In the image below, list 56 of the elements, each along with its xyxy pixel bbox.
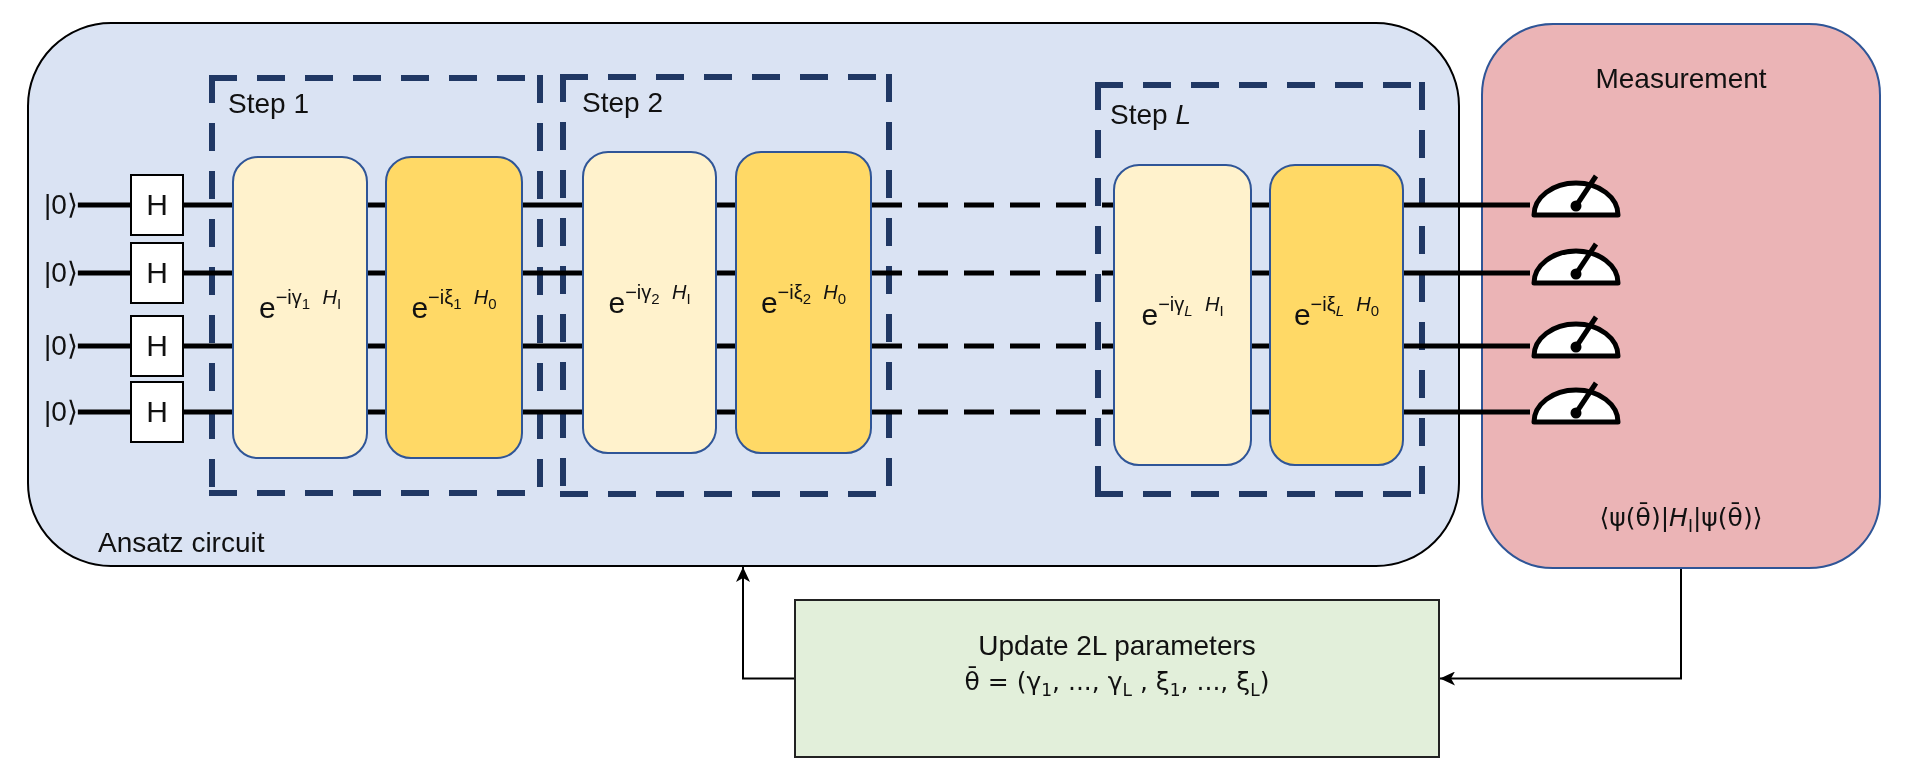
circuit-wire: [717, 270, 735, 276]
qubit-state-label: |0⟩: [44, 256, 78, 290]
circuit-wire: [77, 343, 130, 349]
circuit-wire: [717, 202, 735, 208]
circuit-wire: [184, 343, 232, 349]
update-text: Update 2L parameters: [978, 629, 1256, 663]
circuit-wire: [77, 202, 130, 208]
circuit-wire: [1252, 343, 1269, 349]
parameter-formula: θ̄ = (γ$_{1}$, ..., γ$_{L}$ , ξ$_{1}$, ..., ξ$_{L}$): [964, 667, 1270, 701]
expectation-formula: ⟨ψ(θ̄)|H$_{I}$|ψ(θ̄)⟩: [1599, 503, 1763, 537]
qubit-state-label: |0⟩: [44, 188, 78, 222]
qubit-state-label: |0⟩: [44, 329, 78, 363]
arrow: [736, 566, 795, 680]
circuit-wire: [1404, 409, 1530, 415]
circuit-wire: [1404, 270, 1530, 276]
circuit-wire: [1404, 343, 1530, 349]
circuit-wire: [872, 409, 1113, 415]
circuit-wire: [717, 343, 735, 349]
circuit-wire: [1252, 202, 1269, 208]
circuit-wire: [184, 202, 232, 208]
hadamard-gate: H: [130, 315, 184, 377]
circuit-wire: [184, 270, 232, 276]
panel-title: Measurement: [1595, 62, 1767, 96]
circuit-wire: [872, 343, 1113, 349]
measurement-panel: [1481, 23, 1881, 569]
step-box: [560, 74, 892, 497]
circuit-wire: [368, 409, 385, 415]
circuit-wire: [523, 202, 582, 208]
hadamard-gate: H: [130, 174, 184, 236]
step-box: [209, 75, 543, 496]
hadamard-gate: H: [130, 381, 184, 443]
step-title: Step L: [1110, 98, 1191, 132]
circuit-wire: [368, 270, 385, 276]
circuit-wire: [77, 270, 130, 276]
circuit-wire: [77, 409, 130, 415]
panel-title: Ansatz circuit: [98, 526, 265, 560]
circuit-wire: [368, 343, 385, 349]
process-box: [794, 599, 1440, 758]
circuit-wire: [717, 409, 735, 415]
circuit-wire: [523, 343, 582, 349]
circuit-wire: [523, 409, 582, 415]
arrow: [1439, 568, 1682, 686]
hadamard-gate: H: [130, 242, 184, 304]
circuit-wire: [1252, 270, 1269, 276]
circuit-wire: [523, 270, 582, 276]
step-box: [1095, 82, 1425, 497]
circuit-wire: [184, 409, 232, 415]
circuit-wire: [1404, 202, 1530, 208]
step-title: Step 1: [228, 87, 309, 121]
circuit-wire: [368, 202, 385, 208]
circuit-wire: [872, 202, 1113, 208]
circuit-wire: [1252, 409, 1269, 415]
circuit-panel: [27, 22, 1460, 567]
qubit-state-label: |0⟩: [44, 395, 78, 429]
circuit-wire: [872, 270, 1113, 276]
step-title: Step 2: [582, 86, 663, 120]
